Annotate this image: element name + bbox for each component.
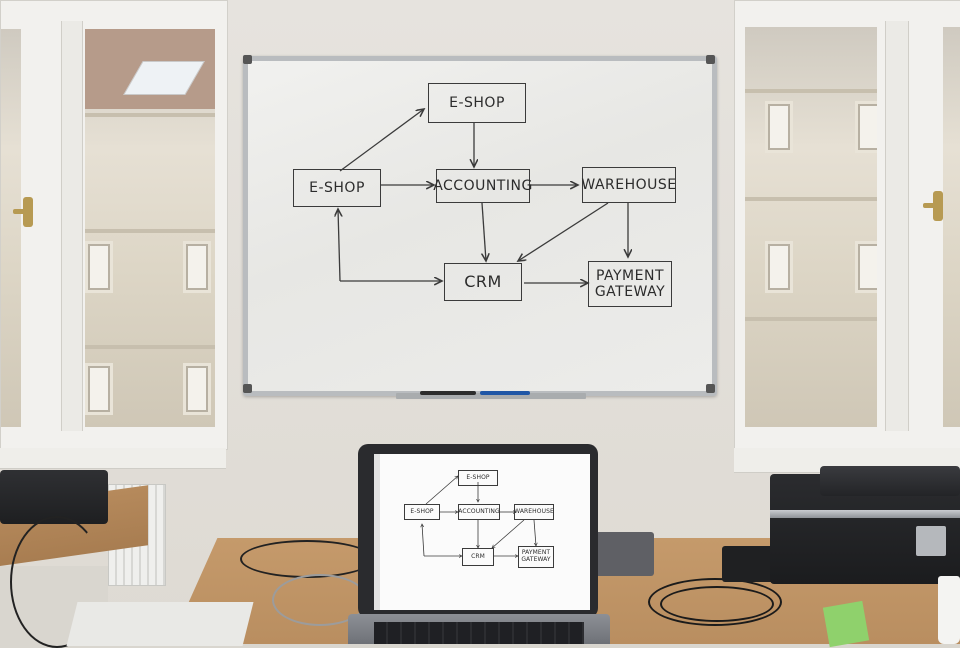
laptop-keyboard[interactable] <box>374 622 584 644</box>
laptop-node-eshop-left: E-SHOP <box>404 504 440 520</box>
tablet-on-desk <box>592 532 654 576</box>
mug <box>938 576 960 644</box>
whiteboard-corner-tr <box>706 55 715 64</box>
laptop-node-crm: CRM <box>462 548 494 566</box>
marker-tray <box>396 391 586 399</box>
sticky-note <box>822 600 870 648</box>
whiteboard-node-warehouse: WAREHOUSE <box>581 167 676 203</box>
whiteboard-node-payment-line2: GATEWAY <box>594 284 666 300</box>
whiteboard-corner-tl <box>243 55 252 64</box>
whiteboard-node-eshop-top: E-SHOP <box>428 83 526 123</box>
whiteboard-corner-br <box>706 384 715 393</box>
whiteboard: E-SHOP E-SHOP ACCOUNTING WAREHOUSE CRM P… <box>243 56 717 396</box>
left-window-pane-left <box>1 29 21 427</box>
right-window-pane-left <box>745 27 877 427</box>
left-window <box>0 0 228 450</box>
left-window-handle[interactable] <box>13 197 33 227</box>
printer <box>0 470 108 524</box>
whiteboard-node-payment-line1: PAYMENT <box>595 267 665 284</box>
right-window-handle[interactable] <box>923 191 943 221</box>
laptop-diagram-arrows <box>374 454 590 610</box>
laptop-node-eshop-top: E-SHOP <box>458 470 498 486</box>
laptop-node-payment-gateway: PAYMENT GATEWAY <box>518 546 554 568</box>
left-window-pane-right <box>85 29 215 427</box>
laptop: E-SHOP E-SHOP ACCOUNTING WAREHOUSE CRM P… <box>358 444 598 618</box>
laptop-node-payment-line2: GATEWAY <box>521 556 551 563</box>
laptop-node-warehouse: WAREHOUSE <box>514 504 554 520</box>
whiteboard-diagram-arrows <box>248 61 712 391</box>
whiteboard-corner-bl <box>243 384 252 393</box>
desk-cable-coil-2 <box>660 586 774 622</box>
notebook <box>66 602 254 646</box>
desk-cable-coil-1 <box>648 578 782 626</box>
laptop-screen[interactable]: E-SHOP E-SHOP ACCOUNTING WAREHOUSE CRM P… <box>374 454 590 610</box>
laptop-node-payment-line1: PAYMENT <box>521 549 551 557</box>
laptop-base <box>348 614 610 644</box>
whiteboard-node-payment-gateway: PAYMENT GATEWAY <box>588 261 672 307</box>
laptop-node-accounting: ACCOUNTING <box>458 504 500 520</box>
whiteboard-node-crm: CRM <box>444 263 522 301</box>
marker-black[interactable] <box>420 391 476 395</box>
marker-blue[interactable] <box>480 391 530 395</box>
right-window <box>734 0 960 450</box>
closed-laptop-on-case <box>820 466 960 496</box>
left-window-sill <box>0 448 226 469</box>
whiteboard-node-accounting: ACCOUNTING <box>433 169 532 203</box>
right-window-pane-right <box>943 27 960 427</box>
case-latch[interactable] <box>916 526 946 556</box>
whiteboard-node-eshop-left: E-SHOP <box>293 169 381 207</box>
desk-cable-left <box>240 540 374 578</box>
laptop-screen-dock <box>374 454 380 610</box>
